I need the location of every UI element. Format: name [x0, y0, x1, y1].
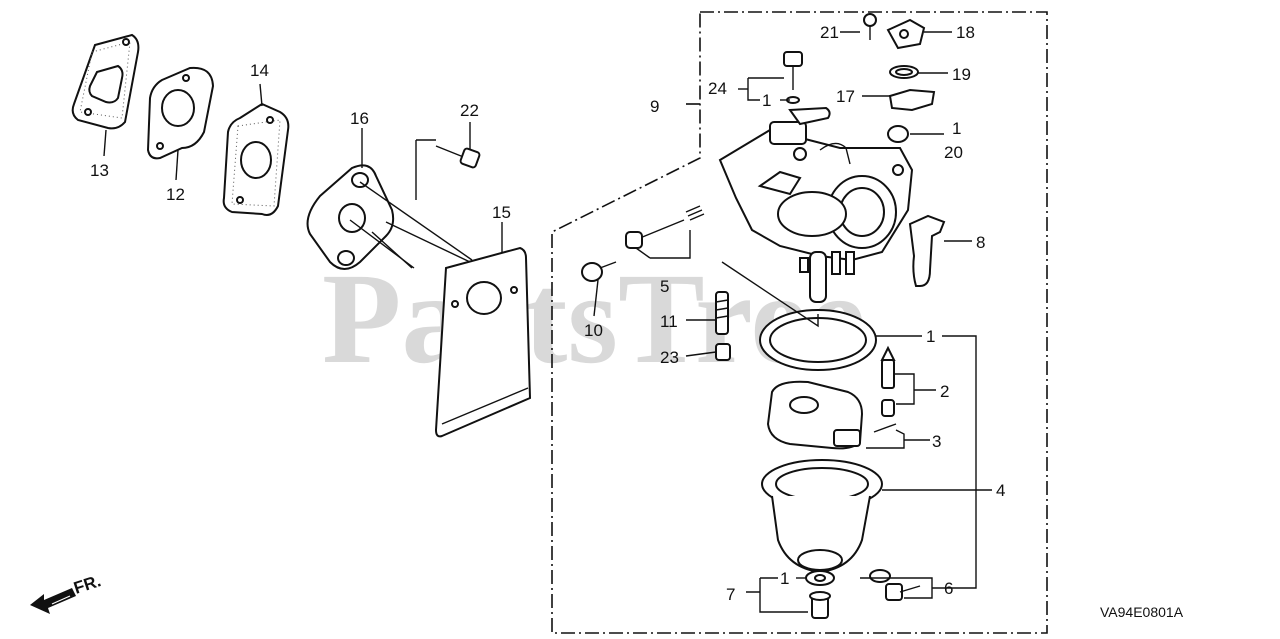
washer-20[interactable] [887, 125, 909, 143]
bolt-22[interactable] [435, 145, 481, 169]
callout-6: 6 [944, 579, 953, 598]
callout-18: 18 [956, 23, 975, 42]
assembly-boundary [551, 11, 1048, 634]
callout-1-top: 1 [952, 119, 961, 138]
lever-17[interactable] [888, 88, 936, 112]
callout-22: 22 [460, 101, 479, 120]
callout-21: 21 [820, 23, 839, 42]
float-bowl-4[interactable] [761, 459, 883, 574]
heat-shield-15[interactable] [434, 246, 532, 438]
choke-lever[interactable] [788, 106, 946, 287]
callout-2: 2 [940, 382, 949, 401]
pilot-screw-5[interactable] [625, 205, 705, 249]
float-pin[interactable] [873, 423, 897, 433]
leader-lines [103, 31, 992, 613]
callout-19: 19 [952, 65, 971, 84]
callout-labels: 21 18 19 17 1 20 8 24 1 9 13 12 14 16 22… [90, 23, 1005, 604]
screw-10[interactable] [581, 261, 617, 282]
float-3[interactable] [766, 380, 864, 450]
diagram-code: VA94E0801A [1100, 604, 1184, 620]
washer-1-bottom[interactable] [805, 570, 835, 586]
front-marker-label: FR. [71, 571, 103, 598]
stud-bolt [349, 181, 473, 269]
callout-12: 12 [166, 185, 185, 204]
callout-5: 5 [660, 277, 669, 296]
carburetor-body[interactable] [718, 121, 914, 303]
callout-1-washer: 1 [762, 91, 771, 110]
screw-21[interactable] [863, 13, 877, 40]
gasket-13[interactable] [71, 33, 140, 130]
bolt-6[interactable] [869, 569, 921, 601]
callout-24: 24 [708, 79, 727, 98]
callout-20: 20 [944, 143, 963, 162]
cap-18[interactable] [886, 18, 926, 50]
insulator-16[interactable] [306, 164, 471, 270]
callout-16: 16 [350, 109, 369, 128]
drain-bolt-7[interactable] [809, 591, 831, 619]
main-jet-11[interactable] [715, 291, 729, 335]
callout-1-gasket: 1 [926, 327, 935, 346]
float-needle-2[interactable] [880, 345, 896, 417]
gasket-14[interactable] [222, 102, 290, 216]
callout-9: 9 [650, 97, 659, 116]
callout-17: 17 [836, 87, 855, 106]
jet-23[interactable] [715, 343, 731, 361]
callout-8: 8 [976, 233, 985, 252]
callout-10: 10 [584, 321, 603, 340]
callout-7: 7 [726, 585, 735, 604]
callout-1-bottom: 1 [780, 569, 789, 588]
seal-19[interactable] [889, 65, 919, 79]
screw-24[interactable] [783, 51, 803, 104]
front-arrow-icon [30, 588, 76, 614]
callout-13: 13 [90, 161, 109, 180]
callout-3: 3 [932, 432, 941, 451]
callout-15: 15 [492, 203, 511, 222]
callout-23: 23 [660, 348, 679, 367]
callout-11: 11 [660, 312, 678, 331]
callout-4: 4 [996, 481, 1005, 500]
gasket-12[interactable] [146, 66, 215, 160]
bowl-gasket-1[interactable] [759, 309, 877, 371]
callout-14: 14 [250, 61, 269, 80]
